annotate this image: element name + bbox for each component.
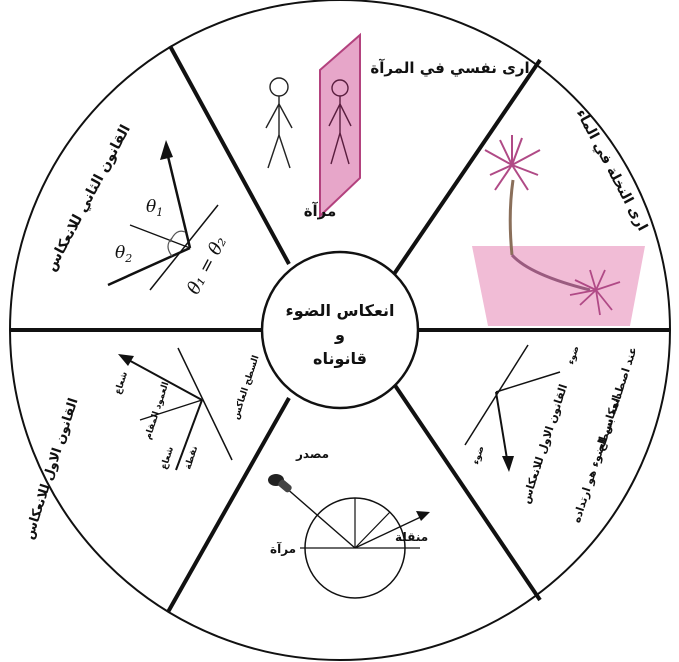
mirror-label: مرآة [304, 202, 337, 220]
protractor-label: منقلة [395, 530, 428, 544]
source-label: مصدر [295, 447, 329, 461]
segment-top-title: ارى نفسي في المرآة [370, 59, 529, 77]
bottom-mirror-label: مرآة [270, 541, 296, 556]
water-rectangle [472, 246, 645, 326]
center-title-line1: انعكاس الضوء [286, 301, 395, 320]
center-title-line2: و [334, 325, 345, 344]
center-title-line3: قانوناه [313, 349, 367, 368]
